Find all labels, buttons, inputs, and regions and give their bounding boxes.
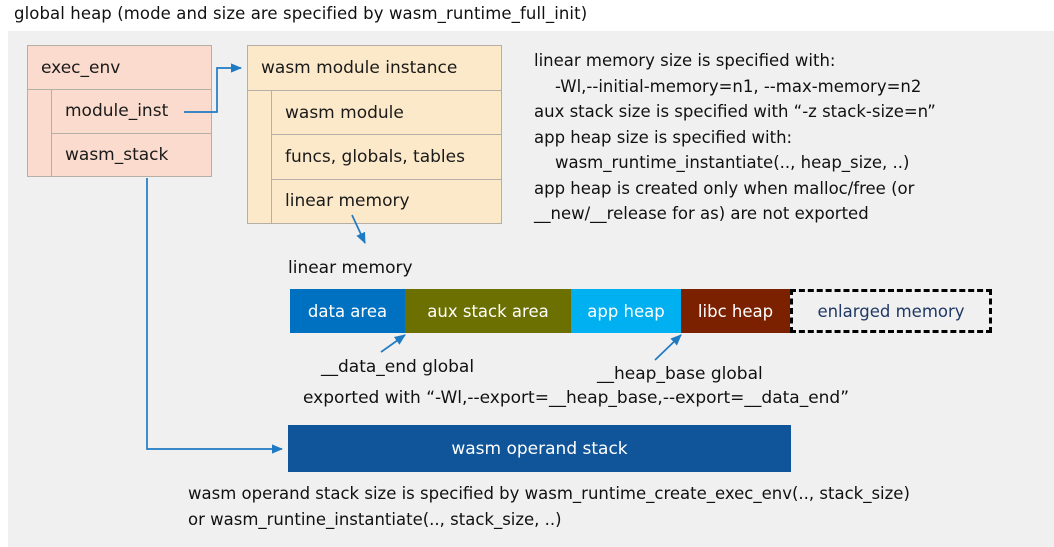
memory-segment-data-area: data area (290, 289, 405, 333)
data-end-annotation: __data_end global (321, 357, 475, 377)
module-instance-body: wasm module funcs, globals, tables linea… (248, 91, 501, 223)
wasm-operand-stack-label: wasm operand stack (451, 438, 628, 459)
linear-memory-note: linear memory size is specified with: -W… (534, 51, 936, 223)
module-instance-field-wasm-module: wasm module (272, 91, 501, 136)
wasm-module-instance-box: wasm module instance wasm module funcs, … (247, 45, 502, 224)
page-title: global heap (mode and size are specified… (14, 4, 588, 23)
exec-env-box: exec_env module_inst wasm_stack (27, 45, 212, 177)
module-instance-field-funcs-globals-tables: funcs, globals, tables (272, 135, 501, 180)
memory-segment-app-heap: app heap (571, 289, 681, 333)
exec-env-gutter (28, 90, 52, 176)
module-instance-header: wasm module instance (248, 46, 501, 91)
exec-env-header: exec_env (28, 46, 211, 90)
module-instance-fields: wasm module funcs, globals, tables linea… (272, 91, 501, 223)
memory-segment-libc-heap: libc heap (681, 289, 790, 333)
exec-env-body: module_inst wasm_stack (28, 90, 211, 176)
exported-with-annotation: exported with “-Wl,--export=__heap_base,… (303, 388, 850, 408)
heap-base-annotation: __heap_base global (597, 364, 763, 384)
linear-memory-strip-label: linear memory (288, 258, 413, 278)
operand-stack-note: wasm operand stack size is specified by … (188, 484, 910, 529)
exec-env-field-module-inst: module_inst (52, 90, 211, 134)
memory-segment-aux-stack-area: aux stack area (405, 289, 571, 333)
exec-env-field-wasm-stack: wasm_stack (52, 133, 211, 176)
exec-env-fields: module_inst wasm_stack (52, 90, 211, 176)
memory-segment-enlarged-memory: enlarged memory (790, 289, 992, 333)
wasm-operand-stack-bar: wasm operand stack (288, 425, 791, 472)
module-instance-field-linear-memory: linear memory (272, 179, 501, 223)
module-instance-gutter (248, 91, 272, 223)
